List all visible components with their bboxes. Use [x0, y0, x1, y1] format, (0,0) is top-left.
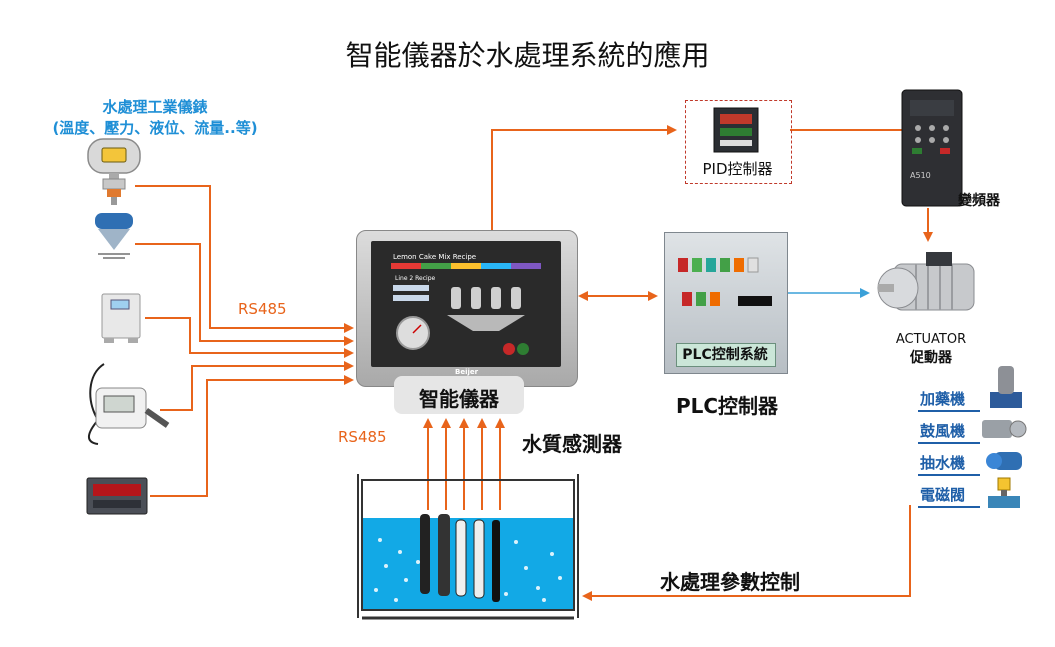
actuator-label-zh: 促動器 [876, 347, 986, 367]
pid-controller-icon [712, 106, 760, 154]
actuator-item-underline [918, 442, 980, 444]
plc-panel-label: PLC控制系統 [676, 344, 774, 364]
panel-display-icon [85, 474, 151, 520]
handheld-meter-icon [78, 360, 188, 448]
hmi-screen: Lemon Cake Mix Recipe Line 2 Recipe [371, 241, 561, 367]
sensors-label: 水質感測器 [522, 428, 622, 457]
link-line-pid [492, 130, 675, 230]
link-line-2 [135, 244, 352, 341]
motor-icon [876, 248, 986, 328]
level-sensor-icon [92, 210, 138, 262]
hmi-screen-title: Lemon Cake Mix Recipe [393, 253, 476, 261]
rs485-label-sensors: RS485 [338, 428, 387, 446]
link-line-4 [160, 366, 352, 410]
actuator-item-pump: 抽水機 [920, 452, 965, 473]
plc-indicators [670, 250, 782, 330]
vfd-label: 變頻器 [958, 190, 1000, 210]
solenoid-valve-icon [986, 476, 1022, 512]
plc-label: PLC控制器 [652, 390, 802, 419]
smart-instrument-label: 智能儀器 [394, 383, 524, 412]
actuator-item-underline [918, 410, 980, 412]
actuator-item-dosing: 加藥機 [920, 388, 965, 409]
hmi-device: Lemon Cake Mix Recipe Line 2 Recipe Bei [356, 230, 578, 387]
actuator-item-blower: 鼓風機 [920, 420, 965, 441]
flow-meter-icon [100, 292, 142, 344]
actuator-item-underline [918, 474, 980, 476]
hmi-mixer-graphic [391, 281, 541, 363]
blower-icon [980, 416, 1028, 442]
temperature-transmitter-icon [85, 135, 145, 205]
pump-icon [982, 446, 1026, 474]
vfd-model: A510 [910, 171, 931, 180]
actuator-label-en: ACTUATOR [876, 332, 986, 347]
actuator-item-valve: 電磁閥 [920, 484, 965, 505]
actuator-item-underline [918, 506, 980, 508]
hmi-brand: Beijer [455, 368, 478, 376]
hmi-tab-strip [391, 263, 541, 269]
pid-label: PID控制器 [685, 158, 790, 179]
water-tank [356, 470, 580, 626]
rs485-label-instruments: RS485 [238, 300, 287, 318]
link-line-3 [145, 318, 352, 353]
dosing-machine-icon [984, 362, 1028, 410]
control-label: 水處理參數控制 [660, 566, 800, 595]
